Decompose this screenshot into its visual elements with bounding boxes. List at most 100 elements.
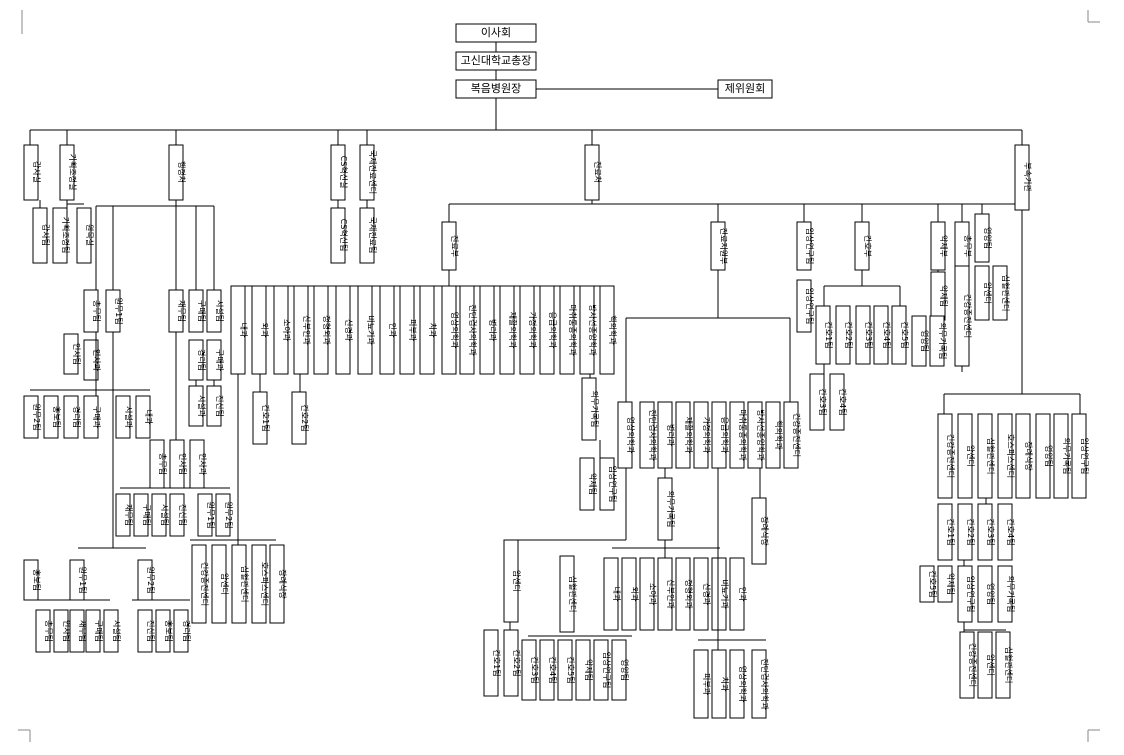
svg-text:원무1팀: 원무1팀 [206, 501, 216, 528]
svg-text:피부과: 피부과 [702, 673, 711, 696]
svg-text:감사실: 감사실 [32, 161, 42, 183]
svg-text:재활의학과: 재활의학과 [508, 312, 518, 349]
svg-text:영양팀: 영양팀 [620, 659, 630, 681]
board-box [455, 23, 537, 43]
admin-sub: 총무팀 원무1팀 재무팀 구매팀 시설팀 인사팀 인사과 경리팀 구매과 시설과… [23, 289, 288, 653]
medical-box [584, 144, 600, 201]
svg-text:영상의학과: 영상의학과 [738, 666, 748, 703]
svg-text:신경과: 신경과 [702, 583, 712, 606]
president-label: 고신대학교총장 [461, 54, 532, 67]
svg-text:전산팀: 전산팀 [215, 395, 225, 417]
svg-text:원무2팀: 원무2팀 [32, 403, 42, 430]
svg-text:의무기록팀: 의무기록팀 [1062, 438, 1072, 475]
svg-text:경리팀: 경리팀 [182, 620, 192, 642]
svg-text:건강증진센터: 건강증진센터 [792, 413, 802, 457]
svg-text:심혈관센터: 심혈관센터 [1004, 647, 1014, 684]
committee-box [717, 79, 773, 99]
svg-text:인사과: 인사과 [92, 349, 102, 372]
first-tier: 감사실 기획조정실 행정처 CS혁신실 국제진료센터 진료처 부속기관 [23, 144, 1033, 211]
svg-text:심혈관센터: 심혈관센터 [986, 438, 996, 475]
svg-text:마취통증의학과: 마취통증의학과 [738, 409, 748, 461]
admin-box [168, 144, 184, 201]
svg-text:임상연구팀: 임상연구팀 [805, 228, 815, 265]
svg-text:구매팀: 구매팀 [142, 504, 152, 526]
svg-text:의무기록팀: 의무기록팀 [938, 323, 948, 360]
svg-text:감사팀: 감사팀 [41, 224, 51, 246]
svg-text:병리과: 병리과 [488, 319, 497, 342]
svg-text:내과: 내과 [239, 323, 248, 338]
svg-text:기획조정팀: 기획조정팀 [61, 217, 71, 254]
svg-text:총무팀: 총무팀 [44, 620, 54, 642]
svg-text:영상의학과: 영상의학과 [450, 312, 460, 349]
svg-text:인사팀: 인사팀 [62, 620, 72, 642]
svg-text:방사선종양학과: 방사선종양학과 [588, 304, 598, 356]
svg-text:치과: 치과 [428, 323, 437, 338]
intl-box [359, 144, 375, 201]
svg-text:간호1팀: 간호1팀 [824, 321, 834, 348]
svg-text:진료부: 진료부 [450, 235, 460, 257]
svg-text:행정처: 행정처 [177, 161, 187, 183]
svg-text:진료지원부: 진료지원부 [719, 228, 729, 265]
svg-text:진단검사의학과: 진단검사의학과 [648, 409, 658, 461]
svg-text:시설팀: 시설팀 [215, 300, 225, 322]
svg-text:비뇨기과: 비뇨기과 [366, 315, 375, 345]
svg-text:간호부: 간호부 [863, 235, 873, 257]
svg-text:소아과: 소아과 [282, 319, 292, 342]
right-branches: 임상연구팀 간호1팀 간호2팀 간호3팀 간호4팀 간호5팀 간호3팀 간호4팀… [796, 265, 1011, 431]
svg-text:장례식장: 장례식장 [1024, 441, 1034, 471]
svg-text:홍보팀: 홍보팀 [164, 620, 174, 642]
svg-text:핵의학과: 핵의학과 [774, 420, 784, 450]
director-label: 복음병원장 [471, 82, 522, 95]
svg-text:CS혁신팀: CS혁신팀 [339, 219, 349, 252]
svg-text:약제팀: 약제팀 [584, 659, 594, 681]
svg-text:심혈관센터: 심혈관센터 [568, 576, 578, 613]
svg-text:구매과: 구매과 [215, 349, 224, 372]
support-departments: 영상의학과 진단검사의학과 병리과 재활의학과 가정의학과 응급의학과 마취통증… [483, 401, 802, 719]
svg-text:간호2팀: 간호2팀 [844, 321, 854, 348]
svg-text:전산팀: 전산팀 [178, 504, 188, 526]
svg-text:국제진료팀: 국제진료팀 [368, 217, 378, 254]
svg-text:산부인과: 산부인과 [666, 579, 676, 609]
svg-text:간호1팀: 간호1팀 [492, 649, 502, 676]
svg-text:총무팀: 총무팀 [158, 453, 168, 475]
svg-text:장례식장: 장례식장 [760, 516, 770, 546]
svg-text:홍보팀: 홍보팀 [32, 569, 42, 591]
svg-text:진료처: 진료처 [593, 161, 603, 183]
svg-text:경리팀: 경리팀 [72, 406, 82, 428]
svg-text:암센터: 암센터 [512, 570, 522, 592]
svg-text:암센터: 암센터 [966, 445, 976, 467]
svg-text:마취통증의학과: 마취통증의학과 [568, 304, 578, 356]
svg-text:간호3팀: 간호3팀 [986, 518, 996, 545]
svg-text:간호5팀: 간호5팀 [928, 570, 938, 597]
svg-text:비뇨기과: 비뇨기과 [720, 579, 729, 609]
svg-text:CS혁신실: CS혁신실 [339, 156, 349, 189]
svg-text:건강증진센터: 건강증진센터 [963, 294, 973, 338]
svg-text:암센터: 암센터 [986, 654, 996, 676]
svg-text:방사선종양학과: 방사선종양학과 [756, 409, 766, 461]
svg-text:핵의학과: 핵의학과 [608, 315, 618, 345]
svg-text:약제팀: 약제팀 [939, 285, 949, 307]
svg-text:원무1팀: 원무1팀 [114, 297, 124, 324]
svg-text:응급의학과: 응급의학과 [548, 312, 558, 349]
svg-text:간호3팀: 간호3팀 [530, 656, 540, 683]
director-box [455, 79, 537, 99]
svg-text:경리팀: 경리팀 [197, 349, 207, 371]
svg-text:임상연구팀: 임상연구팀 [966, 576, 976, 613]
svg-text:원무2팀: 원무2팀 [146, 566, 156, 593]
svg-text:임상연구팀: 임상연구팀 [608, 466, 618, 503]
svg-text:의무기록팀: 의무기록팀 [666, 491, 676, 528]
svg-text:호스피스센터: 호스피스센터 [260, 562, 270, 606]
planning-box [59, 144, 75, 201]
svg-text:치과: 치과 [720, 677, 729, 692]
svg-text:가정의학과: 가정의학과 [702, 417, 712, 454]
svg-text:구매과: 구매과 [92, 406, 101, 429]
svg-text:응급의학과: 응급의학과 [720, 417, 730, 454]
svg-text:재활의학과: 재활의학과 [684, 417, 694, 454]
svg-text:간호4팀: 간호4팀 [548, 656, 558, 683]
clinical-departments: 내과 외과 소아과 산부인과 정형외과 신경과 비뇨기과 안과 피부과 치과 영… [230, 285, 618, 511]
svg-text:건강증진센터: 건강증진센터 [946, 434, 956, 478]
top-level-boxes [455, 23, 773, 99]
svg-text:가정의학과: 가정의학과 [528, 312, 538, 349]
svg-text:건강증진센터: 건강증진센터 [968, 643, 978, 687]
